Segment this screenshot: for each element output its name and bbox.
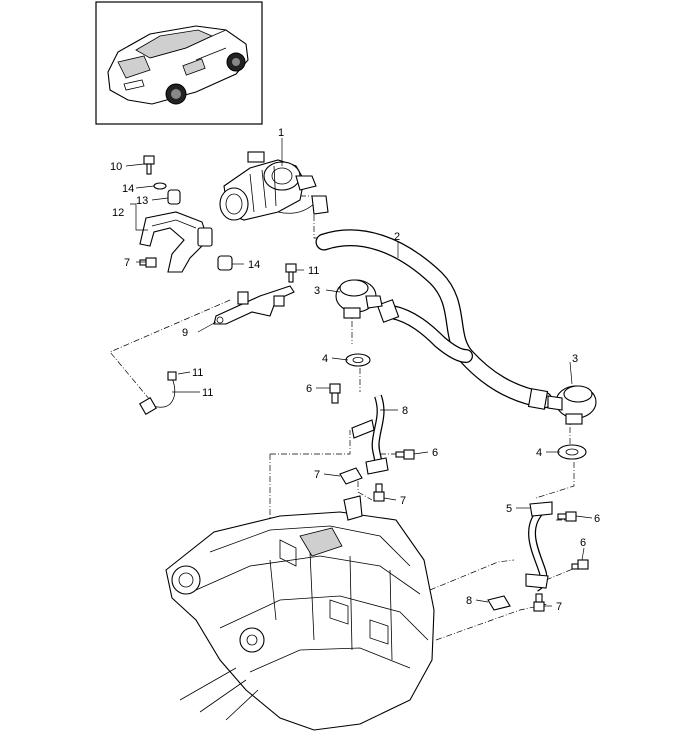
air-hose [315, 229, 553, 410]
callout-5: 5 [506, 503, 512, 515]
callout-7-mid: 7 [400, 495, 406, 507]
leader-lines [125, 138, 593, 607]
callout-1: 1 [278, 127, 284, 139]
screw-bracket [285, 263, 297, 283]
callout-6-right-lower: 6 [580, 537, 586, 549]
bolt-6-left [329, 383, 341, 404]
car-illustration [107, 25, 249, 105]
rubber-bushing-upper [167, 189, 181, 205]
engine-block [165, 495, 435, 731]
callout-8-left: 7 [314, 469, 320, 481]
pump-holder [139, 211, 213, 273]
callout-11-bracket: 11 [308, 265, 319, 277]
callout-2: 2 [394, 231, 400, 243]
screw-upper [143, 155, 155, 175]
callout-12: 11 [202, 387, 213, 399]
secondary-air-valve-right [547, 385, 597, 425]
bolt-6-right-lower [571, 559, 589, 570]
callout-11-lower: 11 [192, 367, 203, 379]
bolt-7-mid [373, 483, 385, 502]
washer [153, 182, 167, 190]
callout-labels: 1 2 3 3 4 4 5 6 6 6 6 7 7 7 8 8 9 10 11 … [110, 127, 600, 613]
clamp-bracket-right [487, 595, 511, 611]
callout-13: 12 [112, 207, 124, 219]
callout-10: 9 [182, 327, 188, 339]
rubber-bushing-lower [217, 255, 233, 271]
callout-14-upper: 13 [136, 195, 148, 207]
callout-14-lower: 14 [248, 259, 260, 271]
air-pipe-right [525, 501, 553, 592]
gasket-right [557, 444, 587, 460]
callout-6-left: 6 [306, 383, 312, 395]
secondary-air-valve-left [335, 279, 383, 319]
callout-6-right-upper: 6 [594, 513, 600, 525]
mounting-bracket [213, 285, 295, 325]
callout-6-mid: 6 [432, 447, 438, 459]
bolt-6-right-upper [557, 511, 577, 522]
wiring-harness [139, 371, 177, 415]
bolt-holder [139, 257, 157, 268]
callout-3-left: 3 [314, 285, 320, 297]
callout-15: 14 [122, 183, 134, 195]
gasket-left [345, 353, 371, 367]
air-pipe-left [351, 394, 389, 475]
callout-4-left: 4 [322, 353, 328, 365]
callout-8-right: 8 [466, 595, 472, 607]
bolt-7-right [533, 593, 545, 612]
callout-7-left: 7 [124, 257, 130, 269]
vehicle-thumbnail [95, 1, 263, 125]
callout-3-right: 3 [572, 353, 578, 365]
callout-9: 8 [402, 405, 408, 417]
callout-7-right: 7 [556, 601, 562, 613]
bolt-6-mid [395, 449, 415, 460]
clamp-bracket-left [339, 467, 363, 485]
secondary-air-pump [219, 151, 329, 221]
callout-4-right: 4 [536, 447, 542, 459]
callout-11-upper: 10 [110, 161, 122, 173]
